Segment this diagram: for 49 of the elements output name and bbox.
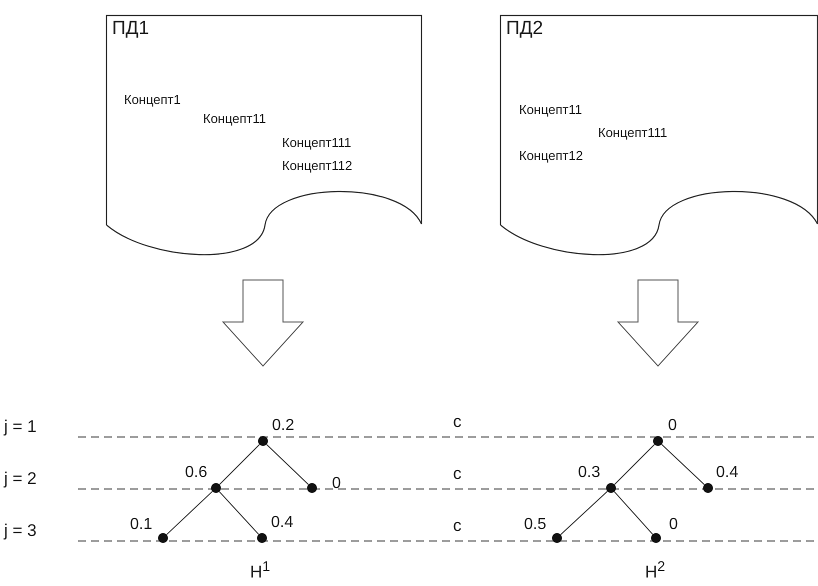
tree-node-dot xyxy=(703,483,713,493)
document-title: ПД1 xyxy=(112,19,150,40)
concept-label: Концепт112 xyxy=(282,159,352,174)
tree-node-dot xyxy=(307,483,317,493)
level-label: j = 2 xyxy=(4,470,37,489)
concept-label: Концепт111 xyxy=(282,136,352,150)
tree-node-dot xyxy=(552,533,562,543)
node-value: 0 xyxy=(332,475,341,493)
node-value: 0.2 xyxy=(272,417,294,435)
tree-name: H$^{2}$ xyxy=(645,560,666,582)
level-label: j = 3 xyxy=(4,522,37,541)
tree-node-dot xyxy=(257,533,267,543)
level-label: c xyxy=(453,465,462,484)
tree-node-dot xyxy=(653,436,663,446)
hollow-arrow xyxy=(616,280,700,367)
level-label: c xyxy=(453,413,462,432)
tree-edge xyxy=(219,444,260,485)
tree-edge xyxy=(614,444,655,485)
concept-label: Концепт11 xyxy=(519,103,582,118)
level-label: c xyxy=(453,517,462,536)
node-value: 0.5 xyxy=(524,516,546,534)
concept-label: Концепт12 xyxy=(519,149,583,164)
concept-label: Концепт1 xyxy=(124,93,181,108)
tree-edge xyxy=(661,444,705,486)
node-value: 0.4 xyxy=(716,464,738,482)
tree-edge xyxy=(560,490,608,536)
concept-label: Концепт11 xyxy=(203,112,266,126)
concept-label: Концепт111 xyxy=(598,126,668,140)
tree-edge xyxy=(266,444,309,486)
tree-node-dot xyxy=(651,533,661,543)
node-value: 0 xyxy=(668,417,677,435)
level-label: j = 1 xyxy=(4,418,37,437)
tree-node-dot xyxy=(211,483,221,493)
tree-node-dot xyxy=(258,436,268,446)
tree-node-dot xyxy=(606,483,616,493)
tree-edge xyxy=(614,491,654,535)
node-value: 0.1 xyxy=(130,516,152,534)
node-value: 0.4 xyxy=(271,514,294,532)
tree-edge xyxy=(218,491,260,535)
document-shape xyxy=(500,15,818,253)
node-value: 0.6 xyxy=(185,464,208,482)
node-value: 0 xyxy=(669,516,678,534)
tree-name: H$^{1}$ xyxy=(250,560,270,582)
node-value: 0.3 xyxy=(578,464,600,482)
tree-node-dot xyxy=(158,533,168,543)
hollow-arrow xyxy=(222,280,304,367)
tree-edge xyxy=(166,490,213,536)
document-shape xyxy=(106,15,422,253)
document-title: ПД2 xyxy=(506,19,544,40)
